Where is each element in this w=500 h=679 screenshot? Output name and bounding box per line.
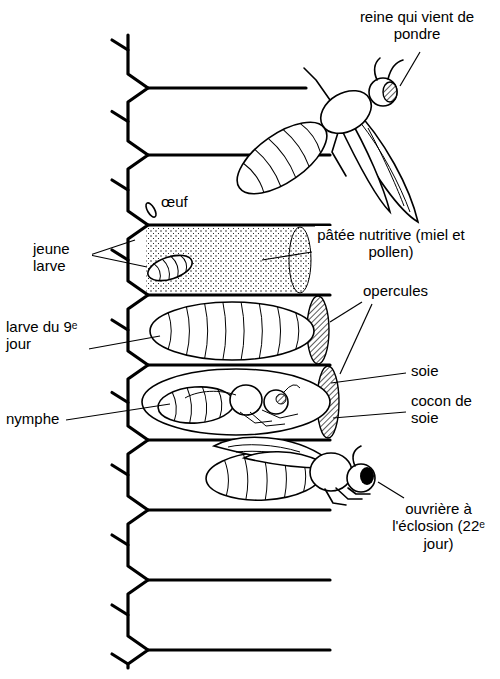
queen-bee <box>369 78 397 106</box>
leader-line <box>340 304 372 374</box>
part-label: cocon de soie <box>410 392 476 427</box>
emerging-worker <box>205 449 323 503</box>
young-larva <box>145 250 196 285</box>
comb-wall <box>112 605 128 615</box>
nymph <box>230 385 262 415</box>
leader-line <box>378 482 404 498</box>
emerging-worker <box>310 453 352 491</box>
part-label: pâtée nutritive (miel et pollen) <box>315 226 467 261</box>
comb-wall <box>128 35 148 668</box>
part-label: larve du 9ᵉ jour <box>5 318 89 353</box>
nymph <box>157 384 235 425</box>
nymph <box>264 390 288 414</box>
part-label: jeune larve <box>32 240 92 275</box>
capped-nymph-cell <box>142 369 330 435</box>
comb-wall <box>148 363 330 366</box>
comb-wall <box>112 320 128 330</box>
capped-nymph-cell <box>142 366 339 438</box>
young-larva <box>145 250 196 285</box>
leader-line <box>66 52 420 498</box>
egg <box>144 201 158 218</box>
comb-wall <box>148 86 306 89</box>
emerging-worker <box>325 446 370 505</box>
larva-9th-day <box>150 302 314 360</box>
queen-bee <box>240 117 327 198</box>
nymph <box>157 384 300 426</box>
comb-wall <box>112 393 128 403</box>
leader-line <box>262 252 312 260</box>
nymph <box>185 385 300 426</box>
comb-wall <box>148 508 330 511</box>
leader-line <box>83 336 160 350</box>
comb-wall <box>148 648 330 651</box>
part-label: opercules <box>362 282 429 299</box>
comb-wall <box>112 250 128 260</box>
leader-line <box>331 373 406 383</box>
part-label: nymphe <box>5 410 60 427</box>
leader-line <box>400 52 420 86</box>
part-label: ouvrière à l'éclosion (22ᵉ jour) <box>385 500 492 552</box>
emerging-worker <box>244 452 322 468</box>
emerging-worker <box>360 467 374 485</box>
comb-wall <box>112 40 128 50</box>
part-label: soie <box>410 362 440 379</box>
queen-bee <box>226 58 418 222</box>
paste-cell <box>289 227 311 293</box>
queen-bee <box>383 82 397 102</box>
nymph <box>157 384 235 425</box>
young-larva <box>154 253 190 283</box>
part-label: œuf <box>160 193 189 210</box>
comb-wall <box>148 578 330 581</box>
emerging-worker <box>205 437 375 505</box>
leader-line <box>90 240 135 255</box>
leader-line <box>90 255 147 267</box>
emerging-worker <box>214 437 326 467</box>
comb-wall <box>112 654 128 664</box>
queen-bee <box>375 58 403 80</box>
comb-wall <box>112 112 128 122</box>
comb-wall <box>148 223 330 226</box>
comb-wall <box>112 180 128 190</box>
leader-line <box>333 412 406 418</box>
nymph <box>276 394 286 404</box>
emerging-worker <box>205 449 323 503</box>
emerging-worker <box>347 464 375 492</box>
larva-9th-day <box>150 302 314 360</box>
comb-wall <box>148 293 330 296</box>
leader-line <box>66 404 170 420</box>
comb-wall <box>112 465 128 475</box>
comb-wall <box>112 535 128 545</box>
larva-9th-day <box>168 302 299 360</box>
part-label: reine qui vient de pondre <box>352 8 482 43</box>
leader-line <box>330 302 362 322</box>
